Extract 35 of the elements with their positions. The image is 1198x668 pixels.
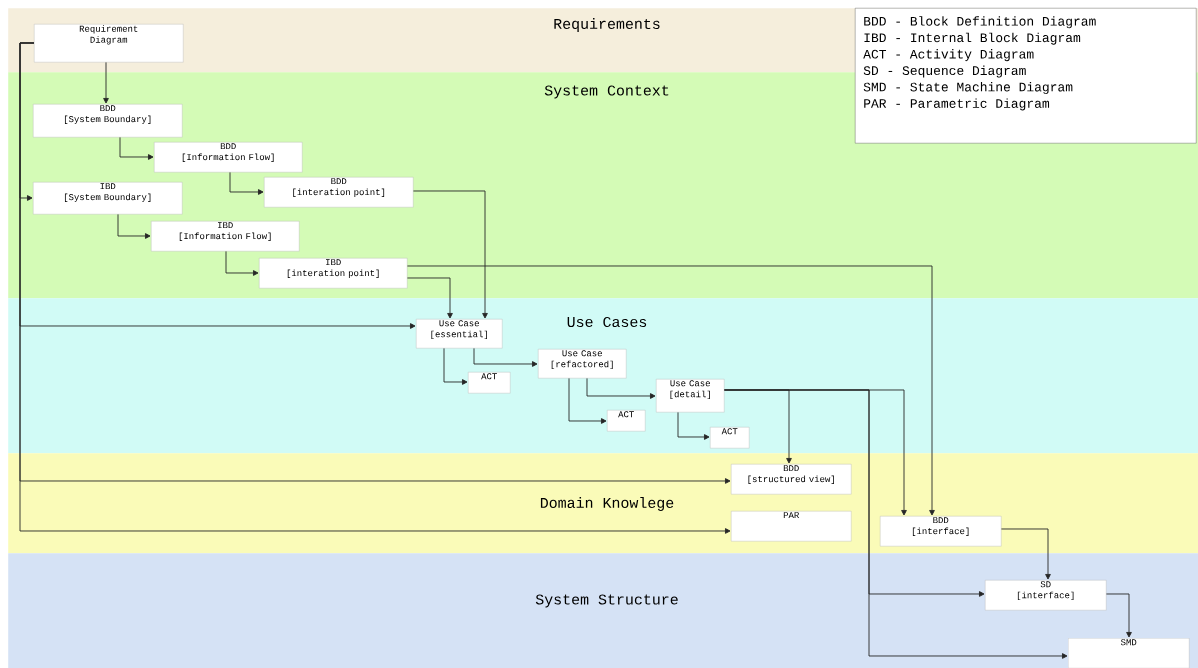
- arrow: [119, 136, 154, 160]
- arrow: [103, 61, 109, 104]
- arrow: [443, 347, 468, 385]
- arrow: [406, 277, 453, 319]
- diagram-box: Use Case [refactored]: [538, 349, 627, 379]
- arrow: [723, 389, 1068, 659]
- arrow: [568, 377, 607, 424]
- legend-box: BDD - Block Definition Diagram IBD - Internal Block Diagram ACT - Activity Diagram SD - Sequence Diagram SMD - State Machine Diagram PAR - Parametric Diagram: [855, 8, 1197, 144]
- diagram-box: BDD [structured view]: [731, 464, 852, 495]
- diagram-box: IBD [interation point]: [259, 258, 408, 289]
- arrow: [229, 171, 264, 195]
- diagram-box: Requirement Diagram: [34, 24, 184, 63]
- arrow: [586, 377, 656, 399]
- diagram-box: SD [interface]: [985, 580, 1107, 611]
- arrow: [412, 190, 488, 319]
- diagram-box: ACT: [710, 427, 750, 449]
- arrow: [473, 347, 538, 367]
- diagram-box: PAR: [731, 511, 852, 542]
- diagram-box: Use Case [detail]: [656, 379, 725, 413]
- diagram-box: BDD [interation point]: [264, 177, 414, 208]
- diagram-box: SMD: [1068, 638, 1190, 668]
- diagram-box: IBD [Information Flow]: [151, 221, 300, 252]
- arrow: [1000, 528, 1051, 580]
- diagram-box: BDD [System Boundary]: [33, 104, 183, 138]
- diagram-box: BDD [Information Flow]: [154, 142, 303, 173]
- arrow: [677, 411, 710, 440]
- arrow: [1105, 593, 1132, 638]
- arrow: [117, 213, 151, 239]
- diagram-box: ACT: [607, 410, 646, 432]
- diagram-box: ACT: [468, 372, 511, 394]
- arrow: [406, 265, 935, 516]
- diagram-box: BDD [interface]: [880, 516, 1002, 547]
- diagram-box: IBD [System Boundary]: [33, 182, 183, 215]
- arrow: [225, 250, 259, 276]
- diagram-box: Use Case [essential]: [416, 319, 503, 349]
